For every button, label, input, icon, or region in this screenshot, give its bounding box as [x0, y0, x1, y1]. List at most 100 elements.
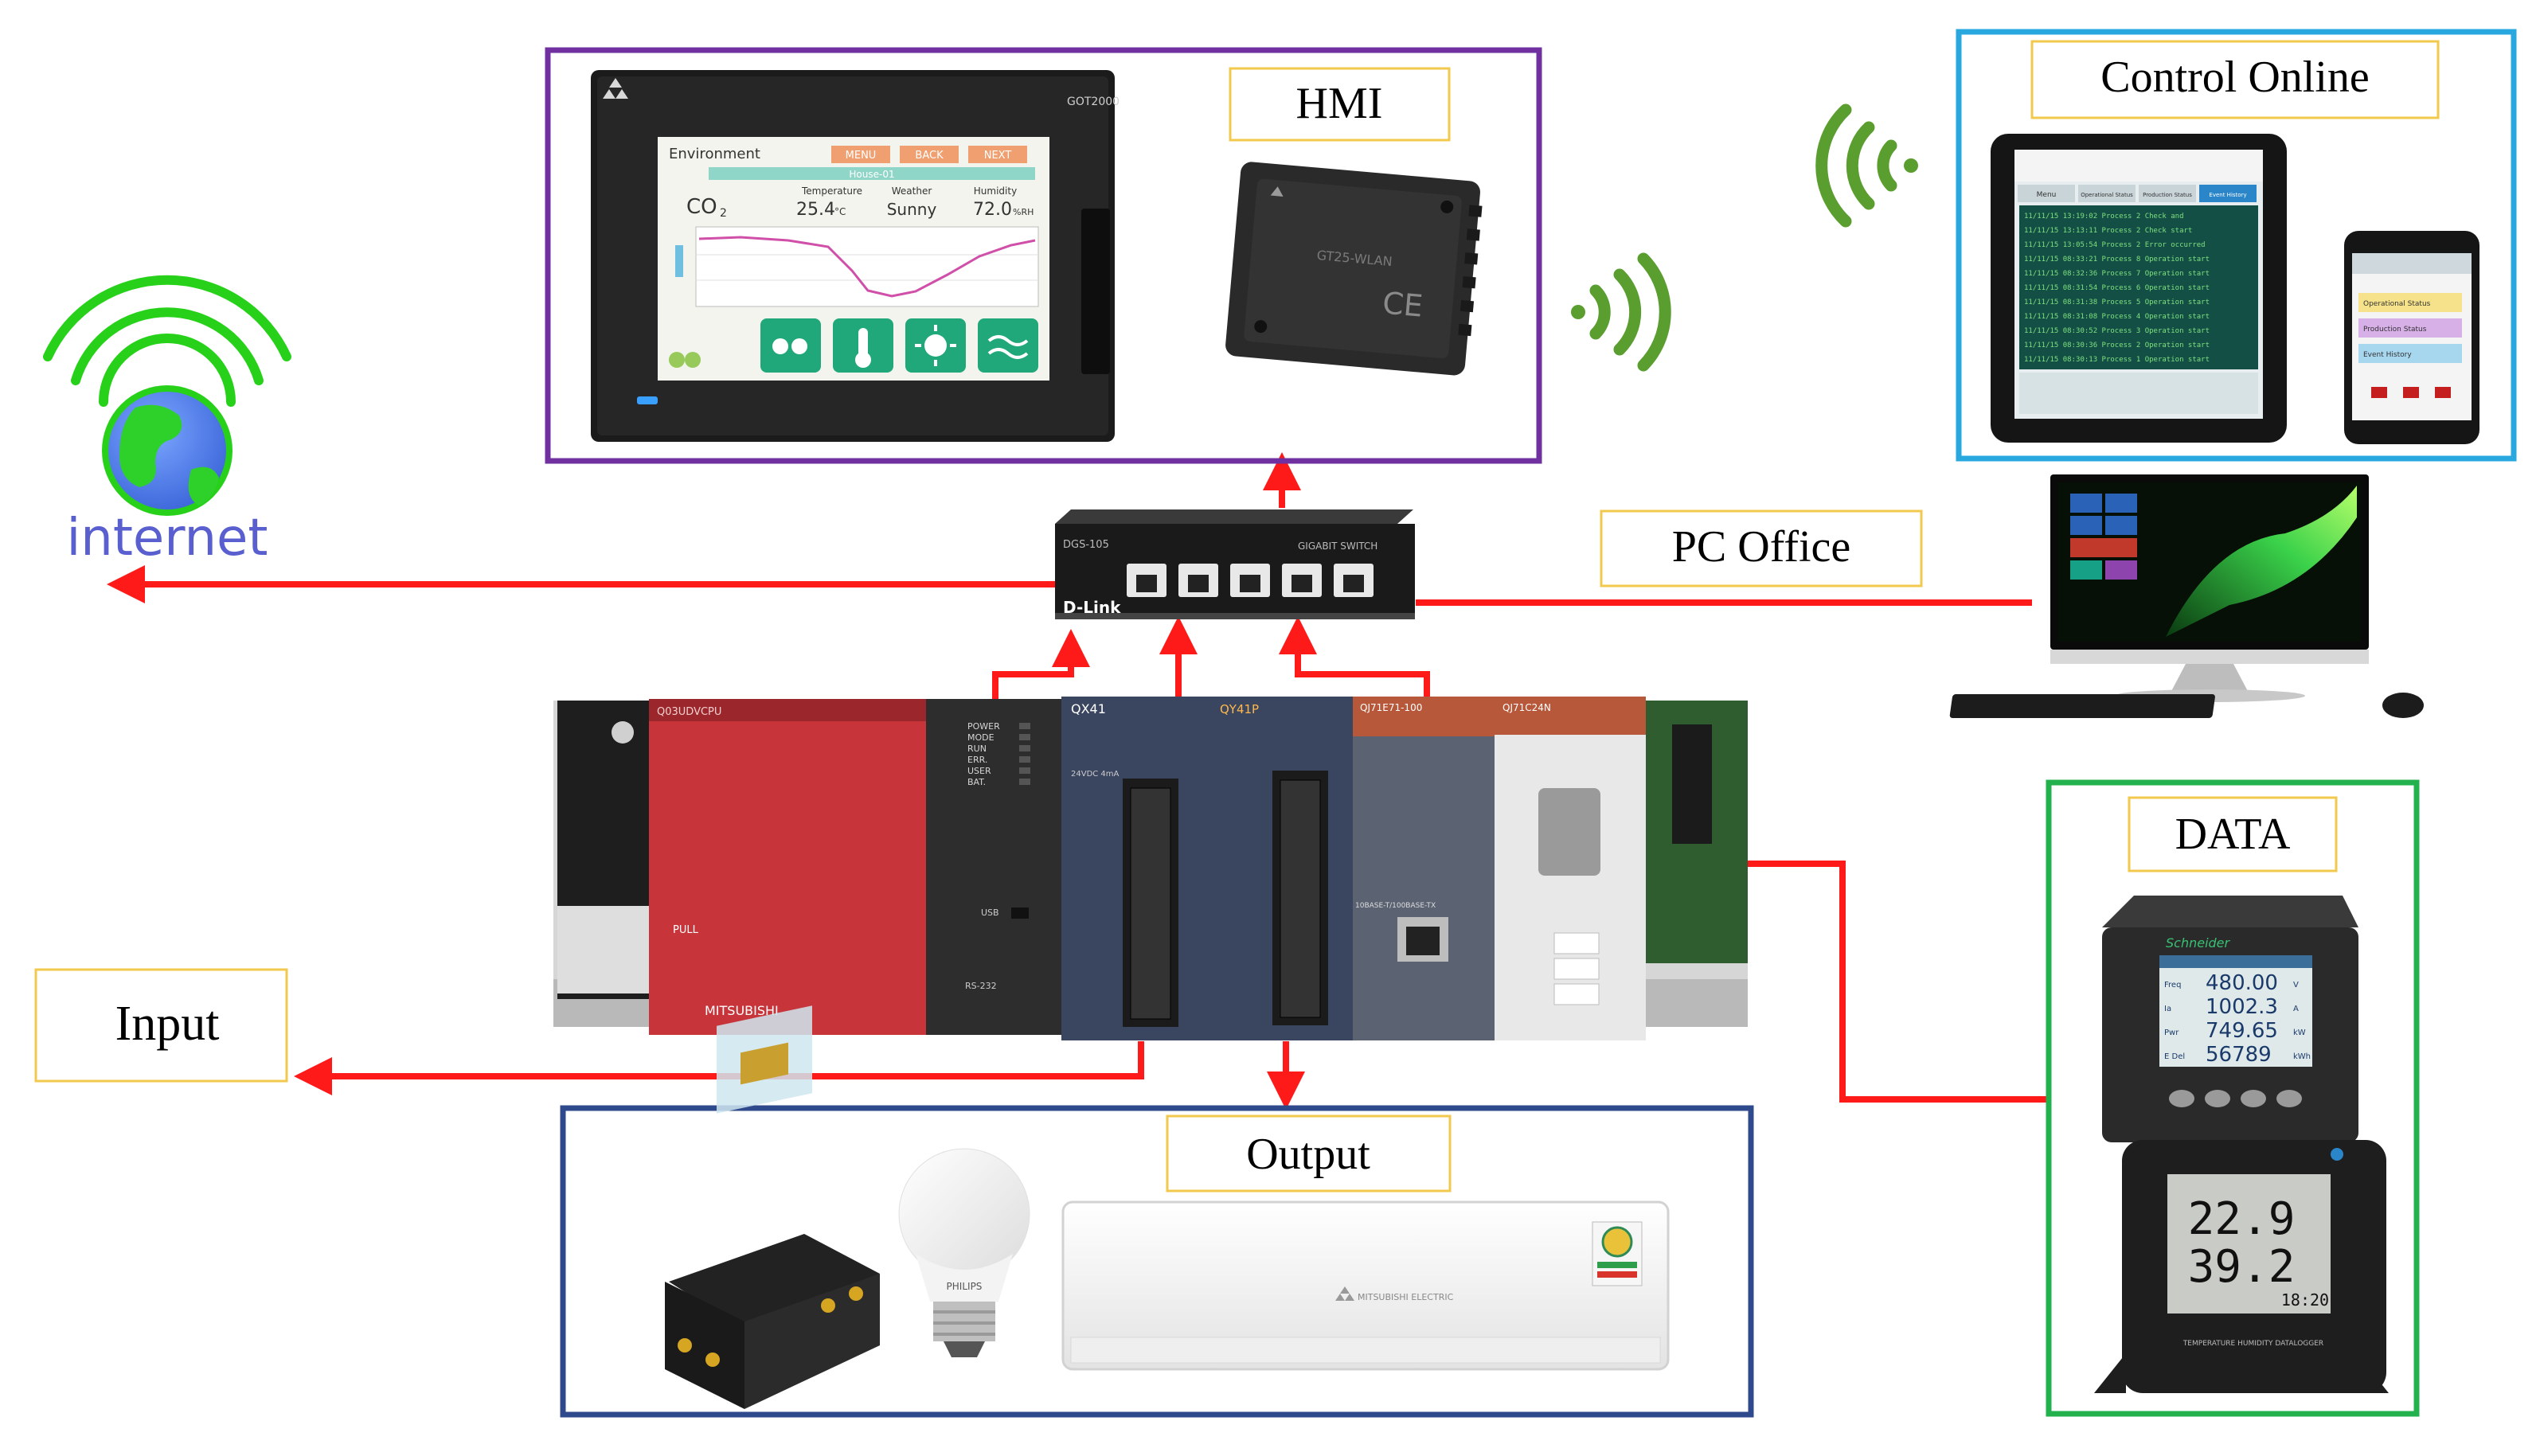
pm-unit-2: kW: [2293, 1029, 2306, 1037]
input-group: Input: [34, 968, 288, 1083]
hmi-box: [545, 47, 1542, 464]
switch-label: GIGABIT SWITCH: [1298, 541, 1377, 552]
plc-input-rating: 24VDC 4mA: [1071, 770, 1120, 779]
switch-model: DGS-105: [1063, 539, 1109, 551]
hmi-temp-unit: °C: [834, 206, 846, 217]
power-meter: Schneider Freq 480.00 V Ia 1002.3 A Pwr …: [2102, 896, 2358, 1142]
tablet-row-4: 11/11/15 08:32:36 Process 7 Operation st…: [2024, 270, 2210, 278]
pm-unit-0: V: [2293, 981, 2299, 990]
hmi-next-button[interactable]: [968, 146, 1027, 163]
pm-value-1: 1002.3: [2206, 995, 2278, 1019]
pm-value-3: 56789: [2206, 1043, 2272, 1067]
hmi-col-humidity: Humidity: [974, 185, 1017, 197]
hmi-label: HMI: [1296, 79, 1383, 128]
hmi-menu-button[interactable]: [831, 146, 890, 163]
internet-wifi-icon: [43, 275, 291, 407]
hmi-brand-text: GOT2000: [1067, 96, 1120, 108]
tablet-tab-3[interactable]: Event History: [2209, 192, 2246, 198]
mitsubishi-logo-icon: [603, 78, 628, 99]
logger-temp: 22.9: [2188, 1193, 2296, 1245]
tablet-row-7: 11/11/15 08:31:08 Process 4 Operation st…: [2024, 313, 2210, 321]
svg-text:CE: CE: [1381, 285, 1424, 323]
tablet-tab-1[interactable]: Operational Status: [2081, 192, 2133, 198]
hmi-side-slot: [1081, 209, 1110, 374]
pm-unit-1: A: [2293, 1005, 2299, 1013]
hmi-next-label: NEXT: [984, 150, 1012, 162]
wifi-signal-icon: [1571, 252, 1671, 372]
hmi-trend-line: [698, 236, 1036, 298]
pm-button-4[interactable]: [2276, 1090, 2302, 1107]
pm-button-1[interactable]: [2169, 1090, 2194, 1107]
logger-caption: TEMPERATURE HUMIDITY DATALOGGER: [2182, 1340, 2323, 1348]
control-online-box: [1956, 29, 2517, 462]
hmi-temp-value: 25.4: [796, 200, 835, 220]
tablet-row-8: 11/11/15 08:30:52 Process 3 Operation st…: [2024, 327, 2210, 335]
internet-label: internet: [66, 509, 268, 568]
aircon-brand: MITSUBISHI ELECTRIC: [1358, 1292, 1454, 1302]
control-online-label: Control Online: [2100, 53, 2370, 102]
plc-led-2: RUN: [967, 744, 987, 754]
tablet-tabs: Menu Operational Status Production Statu…: [2018, 185, 2257, 202]
plc-serial-model: QJ71C24N: [1503, 702, 1551, 713]
connections: [107, 452, 2050, 1110]
hmi-screen-title: Environment: [669, 146, 760, 162]
plc-usb-label: USB: [981, 908, 999, 918]
hmi-col-weather: Weather: [892, 185, 932, 197]
plc-led-1: MODE: [967, 732, 995, 743]
control-online-group: Control Online Menu Operational Status P…: [1956, 29, 2517, 462]
plc-output-model: QY41P: [1220, 702, 1259, 716]
plc-rack: Q03UDVCPU PULL MITSUBISHI POWER MODE RUN…: [553, 697, 1748, 1040]
output-label-box: [1166, 1114, 1452, 1193]
plc-led-panel: POWER MODE RUN ERR. USER BAT.: [967, 721, 1000, 787]
tablet-tab-2[interactable]: Production Status: [2143, 192, 2192, 198]
logger-hum: 39.2: [2188, 1241, 2296, 1293]
wifi-signal-icon-online: [1815, 103, 1918, 228]
tablet-event-list: 11/11/15 13:19:02 Process 2 Check and 11…: [2024, 213, 2210, 364]
tablet-tab-0[interactable]: Menu: [2037, 191, 2057, 199]
datalogger-screen: [2167, 1174, 2331, 1314]
hmi-co2-sub: 2: [720, 207, 727, 220]
line-plc-to-switch-3: [1279, 616, 1430, 701]
pm-tag-0: Freq: [2164, 981, 2181, 990]
tablet-row-9: 11/11/15 08:30:36 Process 2 Operation st…: [2024, 342, 2210, 349]
plc-serial-port[interactable]: [1538, 788, 1600, 876]
hmi-group: GOT2000 Environment MENU BACK NEXT House…: [545, 47, 1542, 464]
phone-button-1[interactable]: Production Status: [2363, 326, 2427, 334]
pm-button-2[interactable]: [2205, 1090, 2230, 1107]
pm-tag-2: Pwr: [2164, 1029, 2179, 1037]
plc-led-4: USER: [967, 766, 991, 776]
hmi-col-temperature: Temperature: [801, 185, 862, 197]
hmi-humidity-icon[interactable]: [978, 318, 1038, 373]
logger-time: 18:20: [2281, 1290, 2329, 1310]
pc-office-label: PC Office: [1672, 522, 1851, 572]
hmi-status-led: [637, 396, 658, 404]
hmi-humidity-value: 72.0: [973, 200, 1012, 220]
plc-input-model: QX41: [1071, 701, 1106, 716]
phone-button-2[interactable]: Event History: [2363, 351, 2412, 359]
plc-cpu-brand: MITSUBISHI: [705, 1003, 779, 1018]
line-plc-to-switch-1: [992, 629, 1090, 701]
input-label-box: [34, 968, 288, 1083]
plc-led-5: BAT.: [967, 777, 986, 787]
pm-tag-1: Ia: [2164, 1005, 2171, 1013]
network-switch: D-Link DGS-105 GIGABIT SWITCH: [1055, 509, 1415, 619]
air-conditioner-icon: MITSUBISHI ELECTRIC: [1061, 1200, 1670, 1371]
tablet-row-5: 11/11/15 08:31:54 Process 6 Operation st…: [2024, 284, 2210, 292]
hmi-co2-icon[interactable]: [760, 318, 821, 373]
pm-unit-3: kWh: [2293, 1052, 2311, 1061]
output-box: [560, 1105, 1754, 1418]
plc-usb-port[interactable]: [1011, 908, 1029, 919]
pm-button-3[interactable]: [2241, 1090, 2266, 1107]
output-label: Output: [1246, 1130, 1370, 1179]
pc-mouse[interactable]: [2382, 693, 2424, 718]
hmi-back-button[interactable]: [900, 146, 959, 163]
bulb-brand: PHILIPS: [947, 1281, 983, 1292]
tablet-row-10: 11/11/15 08:30:13 Process 1 Operation st…: [2024, 356, 2210, 364]
hmi-room-label: House-01: [849, 169, 894, 180]
pm-value-0: 480.00: [2206, 971, 2278, 995]
phone-button-0[interactable]: Operational Status: [2363, 300, 2431, 308]
relay-icon: [665, 1005, 880, 1409]
hmi-room-bar: [709, 167, 1035, 180]
pc-keyboard[interactable]: [1949, 694, 2215, 718]
plc-ethernet-port-label: 10BASE-T/100BASE-TX: [1355, 902, 1436, 910]
